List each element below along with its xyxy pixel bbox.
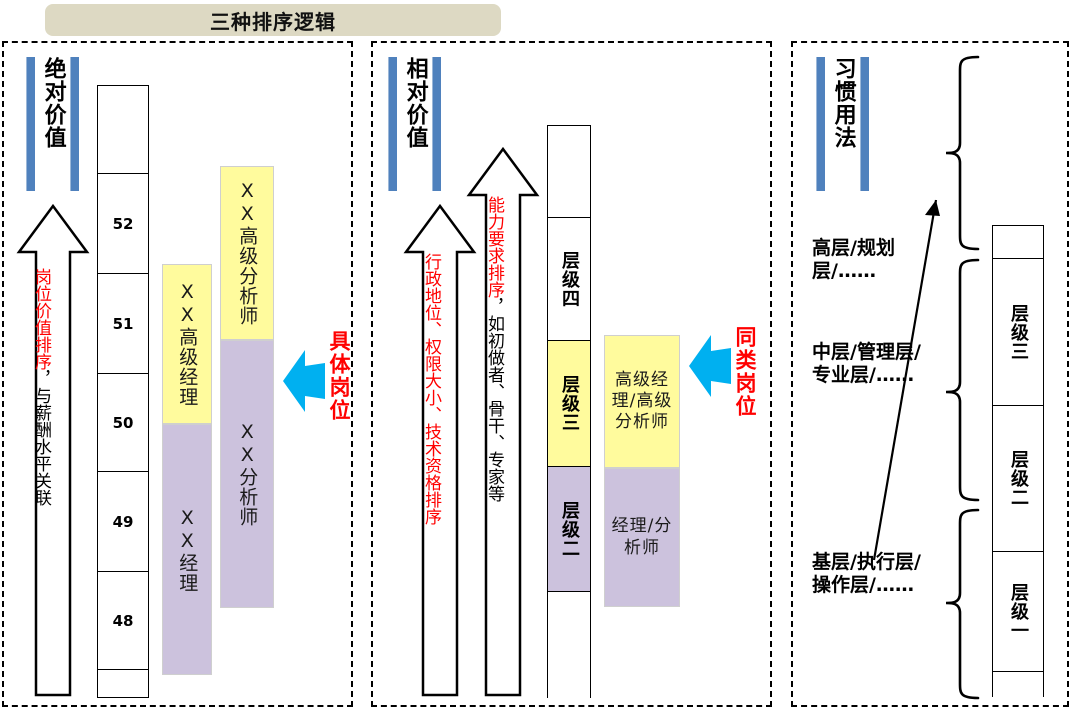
panel2-level-cell	[548, 592, 590, 699]
panel2-job-box-1-label: 经理/分析师	[611, 516, 673, 558]
panel1-callout-label: 具体岗位	[327, 330, 351, 422]
panel2-arrow2-label-black: ，如初做者、骨干、专家等	[484, 298, 504, 502]
panel2-arrow1-label: 行政地位、权限大小、技术资格排序	[421, 253, 456, 683]
panel1-job-box-2[interactable]: XX高级经理	[162, 264, 212, 424]
panel1-job-box-1[interactable]: XX分析师	[220, 340, 274, 608]
panel2-level-cell-label: 层级三	[559, 375, 580, 432]
panel2-callout-label: 同类岗位	[733, 326, 757, 418]
panel1-job-box-1-label: XX分析师	[236, 421, 259, 527]
panel1-grade-cell: 49	[98, 472, 148, 572]
panel3-level-column: 层级三层级二层级一	[992, 225, 1044, 698]
header-bar-right-icon	[69, 57, 80, 191]
header-bar-right-icon	[431, 57, 442, 191]
panel3-label-2: 基层/执行层/操作层/……	[812, 551, 921, 597]
panel3-level-cell: 层级一	[993, 552, 1043, 672]
panel3-label-1: 中层/管理层/专业层/……	[812, 341, 921, 387]
panel3-level-cell	[993, 226, 1043, 259]
panel2-up-arrow-2	[466, 146, 540, 698]
panel2-job-box-0-label: 高级经理/高级分析师	[611, 369, 673, 433]
panel1-grade-cell: 52	[98, 174, 148, 274]
title-banner	[45, 4, 501, 36]
panel2-header-label: 相对价值	[402, 57, 428, 149]
header-bar-right-icon	[859, 57, 870, 191]
panel3-level-cell: 层级三	[993, 259, 1043, 406]
panel-conventional-usage	[791, 41, 1069, 707]
panel2-job-box-1[interactable]: 经理/分析师	[604, 468, 680, 607]
panel3-level-cell-label: 层级一	[1008, 583, 1029, 640]
panel2-level-column: 层级四层级三层级二	[547, 125, 591, 699]
panel1-grade-cell: 50	[98, 374, 148, 472]
header-bar-left-icon	[388, 57, 399, 191]
panel1-arrow-label: 岗位价值排序，与薪酬水平关联	[31, 268, 74, 688]
panel1-callout-arrow	[281, 347, 327, 415]
header-bar-left-icon	[816, 57, 827, 191]
panel2-level-cell-label: 层级二	[559, 500, 580, 558]
panel1-job-box-3[interactable]: XX经理	[162, 424, 212, 675]
panel3-label-0: 高层/规划层/……	[812, 237, 895, 283]
panel2-up-arrow-1	[403, 203, 477, 698]
panel1-grade-cell	[98, 86, 148, 174]
panel3-header: 习惯用法	[812, 57, 874, 191]
panel1-job-box-0[interactable]: XX高级分析师	[220, 166, 274, 340]
panel1-grade-cell: 48	[98, 572, 148, 670]
panel2-level-cell: 层级四	[548, 218, 590, 341]
panel3-header-label: 习惯用法	[830, 57, 856, 149]
panel3-level-cell: 层级二	[993, 406, 1043, 552]
panel2-level-cell-label: 层级四	[559, 250, 580, 308]
panel1-header-label: 绝对价值	[40, 57, 66, 149]
panel1-arrow-label-black: ，与薪酬水平关联	[31, 370, 51, 506]
panel1-up-arrow	[16, 203, 90, 698]
panel1-callout: 具体岗位	[325, 330, 353, 450]
panel2-header: 相对价值	[384, 57, 446, 191]
panel3-level-cell-label: 层级三	[1008, 303, 1029, 361]
panel2-level-cell: 层级三	[548, 341, 590, 467]
panel1-header: 绝对价值	[22, 57, 84, 191]
panel2-level-cell: 层级二	[548, 467, 590, 592]
panel1-grade-cell: 51	[98, 274, 148, 374]
panel2-arrow1-label-red: 行政地位、权限大小、技术资格排序	[421, 253, 441, 525]
panel3-level-cell	[993, 672, 1043, 698]
panel2-callout: 同类岗位	[731, 326, 759, 446]
panel2-arrow2-label-red: 能力要求排序	[484, 196, 504, 298]
panel1-grade-cell	[98, 670, 148, 699]
panel3-braces	[872, 48, 1060, 703]
panel2-arrow2-label: 能力要求排序，如初做者、骨干、专家等	[484, 196, 521, 683]
panel1-job-box-2-label: XX高级经理	[176, 281, 199, 407]
panel3-level-cell-label: 层级二	[1008, 450, 1029, 507]
panel1-job-box-0-label: XX高级分析师	[236, 180, 259, 326]
panel1-job-box-3-label: XX经理	[176, 506, 199, 593]
panel2-level-cell	[548, 126, 590, 218]
panel2-job-box-0[interactable]: 高级经理/高级分析师	[604, 335, 680, 468]
panel1-arrow-label-red: 岗位价值排序	[31, 268, 51, 370]
page-title: 三种排序逻辑	[210, 9, 336, 34]
header-bar-left-icon	[26, 57, 37, 191]
panel2-callout-arrow	[687, 332, 733, 400]
